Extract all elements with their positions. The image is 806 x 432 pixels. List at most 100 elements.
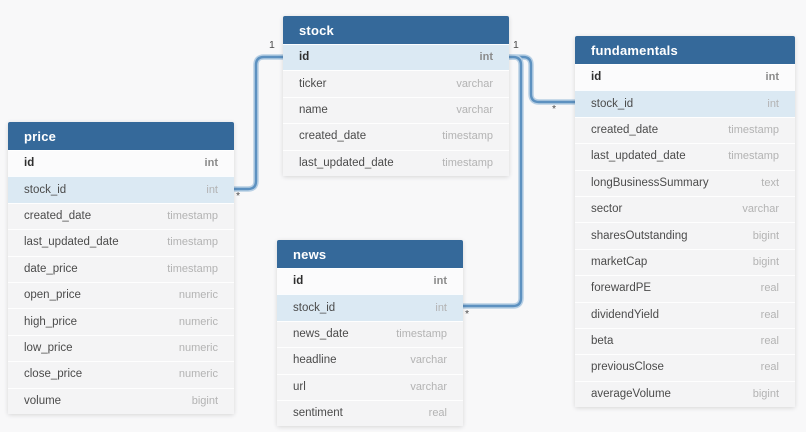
table-header-stock[interactable]: stock bbox=[283, 16, 509, 44]
column-name: high_price bbox=[24, 315, 78, 328]
column-type: varchar bbox=[456, 77, 493, 90]
table-header-news[interactable]: news bbox=[277, 240, 463, 268]
table-title: news bbox=[293, 246, 327, 262]
column-name: stock_id bbox=[24, 183, 67, 196]
column-type: real bbox=[428, 407, 447, 420]
column-row-headline[interactable]: headline varchar bbox=[277, 347, 463, 374]
column-row-longBusinessSummary[interactable]: longBusinessSummary text bbox=[575, 169, 795, 196]
column-type: int bbox=[479, 51, 493, 64]
column-row-created_date[interactable]: created_date timestamp bbox=[575, 116, 795, 144]
column-type: timestamp bbox=[442, 130, 493, 143]
column-row-beta[interactable]: beta real bbox=[575, 327, 795, 355]
column-row-averageVolume[interactable]: averageVolume bigint bbox=[575, 380, 795, 408]
column-row-forewardPE[interactable]: forewardPE real bbox=[575, 275, 795, 302]
column-name: volume bbox=[24, 394, 62, 407]
table-columns: id int stock_id int news_date timestamp headli… bbox=[277, 268, 463, 427]
column-type: int bbox=[433, 275, 447, 288]
relationship-stock-fundamentals[interactable] bbox=[505, 54, 579, 105]
column-name: stock_id bbox=[591, 97, 634, 110]
column-name: forewardPE bbox=[591, 282, 652, 295]
column-name: stock_id bbox=[293, 301, 336, 314]
column-type: timestamp bbox=[728, 123, 779, 136]
column-type: timestamp bbox=[396, 327, 447, 340]
column-type: int bbox=[435, 301, 447, 314]
column-name: last_updated_date bbox=[24, 236, 119, 249]
column-name: dividendYield bbox=[591, 308, 659, 321]
cardinality-label-many: * bbox=[552, 103, 557, 115]
column-name: sector bbox=[591, 203, 623, 216]
column-type: timestamp bbox=[442, 156, 493, 169]
cardinality-label-one: 1 bbox=[269, 39, 275, 51]
column-type: bigint bbox=[752, 229, 779, 242]
column-type: bigint bbox=[191, 394, 218, 407]
column-row-news_date[interactable]: news_date timestamp bbox=[277, 320, 463, 348]
table-news[interactable]: news id int stock_id int news_date timestamp h… bbox=[277, 240, 463, 427]
column-name: url bbox=[293, 380, 306, 393]
column-name: previousClose bbox=[591, 361, 664, 374]
column-name: created_date bbox=[591, 123, 659, 136]
column-name: id bbox=[299, 51, 310, 64]
relationship-stock-price[interactable] bbox=[231, 54, 287, 192]
column-name: news_date bbox=[293, 327, 349, 340]
column-row-stock_id[interactable]: stock_id int bbox=[277, 294, 463, 321]
column-type: text bbox=[761, 176, 779, 189]
table-header-fundamentals[interactable]: fundamentals bbox=[575, 36, 795, 64]
column-name: close_price bbox=[24, 368, 83, 381]
column-name: low_price bbox=[24, 341, 73, 354]
column-row-high_price[interactable]: high_price numeric bbox=[8, 308, 234, 335]
column-name: open_price bbox=[24, 289, 81, 302]
column-type: real bbox=[760, 335, 779, 348]
relationship-stock-news[interactable] bbox=[459, 54, 524, 309]
column-name: averageVolume bbox=[591, 387, 671, 400]
column-name: id bbox=[293, 275, 304, 288]
column-type: int bbox=[204, 157, 218, 170]
column-name: headline bbox=[293, 354, 337, 367]
column-name: id bbox=[24, 157, 35, 170]
column-name: name bbox=[299, 103, 328, 116]
column-type: bigint bbox=[752, 387, 779, 400]
column-type: timestamp bbox=[167, 262, 218, 275]
column-row-id[interactable]: id int bbox=[283, 44, 509, 71]
column-name: marketCap bbox=[591, 255, 648, 268]
cardinality-label-one: 1 bbox=[513, 39, 519, 51]
table-header-price[interactable]: price bbox=[8, 122, 234, 150]
column-type: real bbox=[760, 282, 779, 295]
column-name: id bbox=[591, 71, 602, 84]
column-row-volume[interactable]: volume bigint bbox=[8, 387, 234, 414]
column-type: numeric bbox=[178, 315, 218, 328]
column-name: longBusinessSummary bbox=[591, 176, 709, 189]
column-row-id[interactable]: id int bbox=[8, 150, 234, 177]
column-row-id[interactable]: id int bbox=[277, 268, 463, 295]
column-type: timestamp bbox=[167, 209, 218, 222]
column-name: beta bbox=[591, 335, 614, 348]
column-type: varchar bbox=[410, 354, 447, 367]
